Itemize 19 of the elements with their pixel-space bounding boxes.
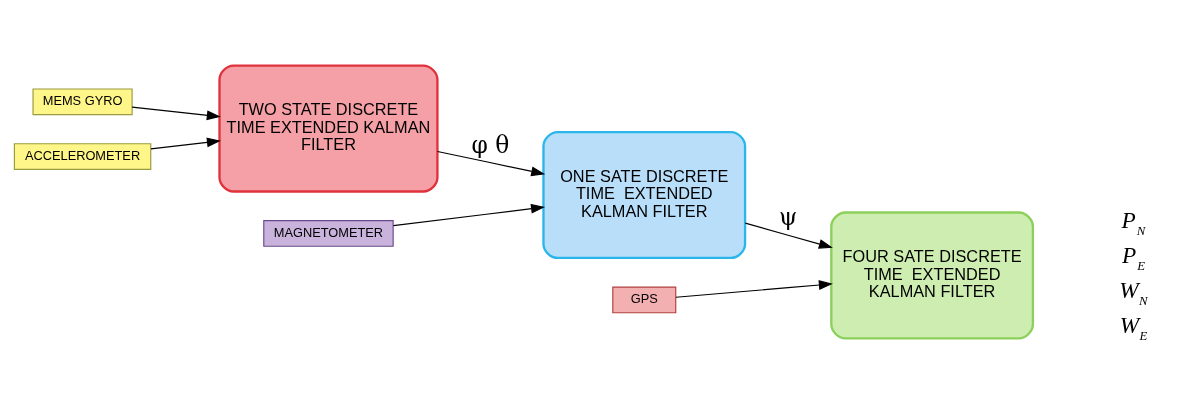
edge-label: ψ <box>779 202 798 230</box>
node-box: ACCELEROMETER <box>13 142 152 170</box>
arrow <box>744 222 833 249</box>
node-box: FOUR SATE DISCRETE TIME EXTENDED KALMAN FILTER <box>830 210 1035 339</box>
label: W$_{N}$ <box>1119 276 1148 308</box>
node-box: MEMS GYRO <box>32 87 133 115</box>
arrow <box>436 150 546 176</box>
arrow <box>675 279 833 298</box>
node-box: GPS <box>612 286 677 313</box>
edge-label: φ θ <box>471 130 510 158</box>
node-box: ONE SATE DISCRETE TIME EXTENDED KALMAN FILTER <box>542 130 747 259</box>
label: P$_{E}$ <box>1122 241 1146 273</box>
label: P$_{N}$ <box>1121 206 1146 238</box>
arrow <box>150 137 221 149</box>
node-box: MAGNETOMETER <box>263 219 394 247</box>
arrow <box>392 203 546 226</box>
label: W$_{E}$ <box>1119 311 1148 343</box>
arrow <box>131 106 221 120</box>
node-box: TWO STATE DISCRETE TIME EXTENDED KALMAN FILTER <box>218 64 439 193</box>
